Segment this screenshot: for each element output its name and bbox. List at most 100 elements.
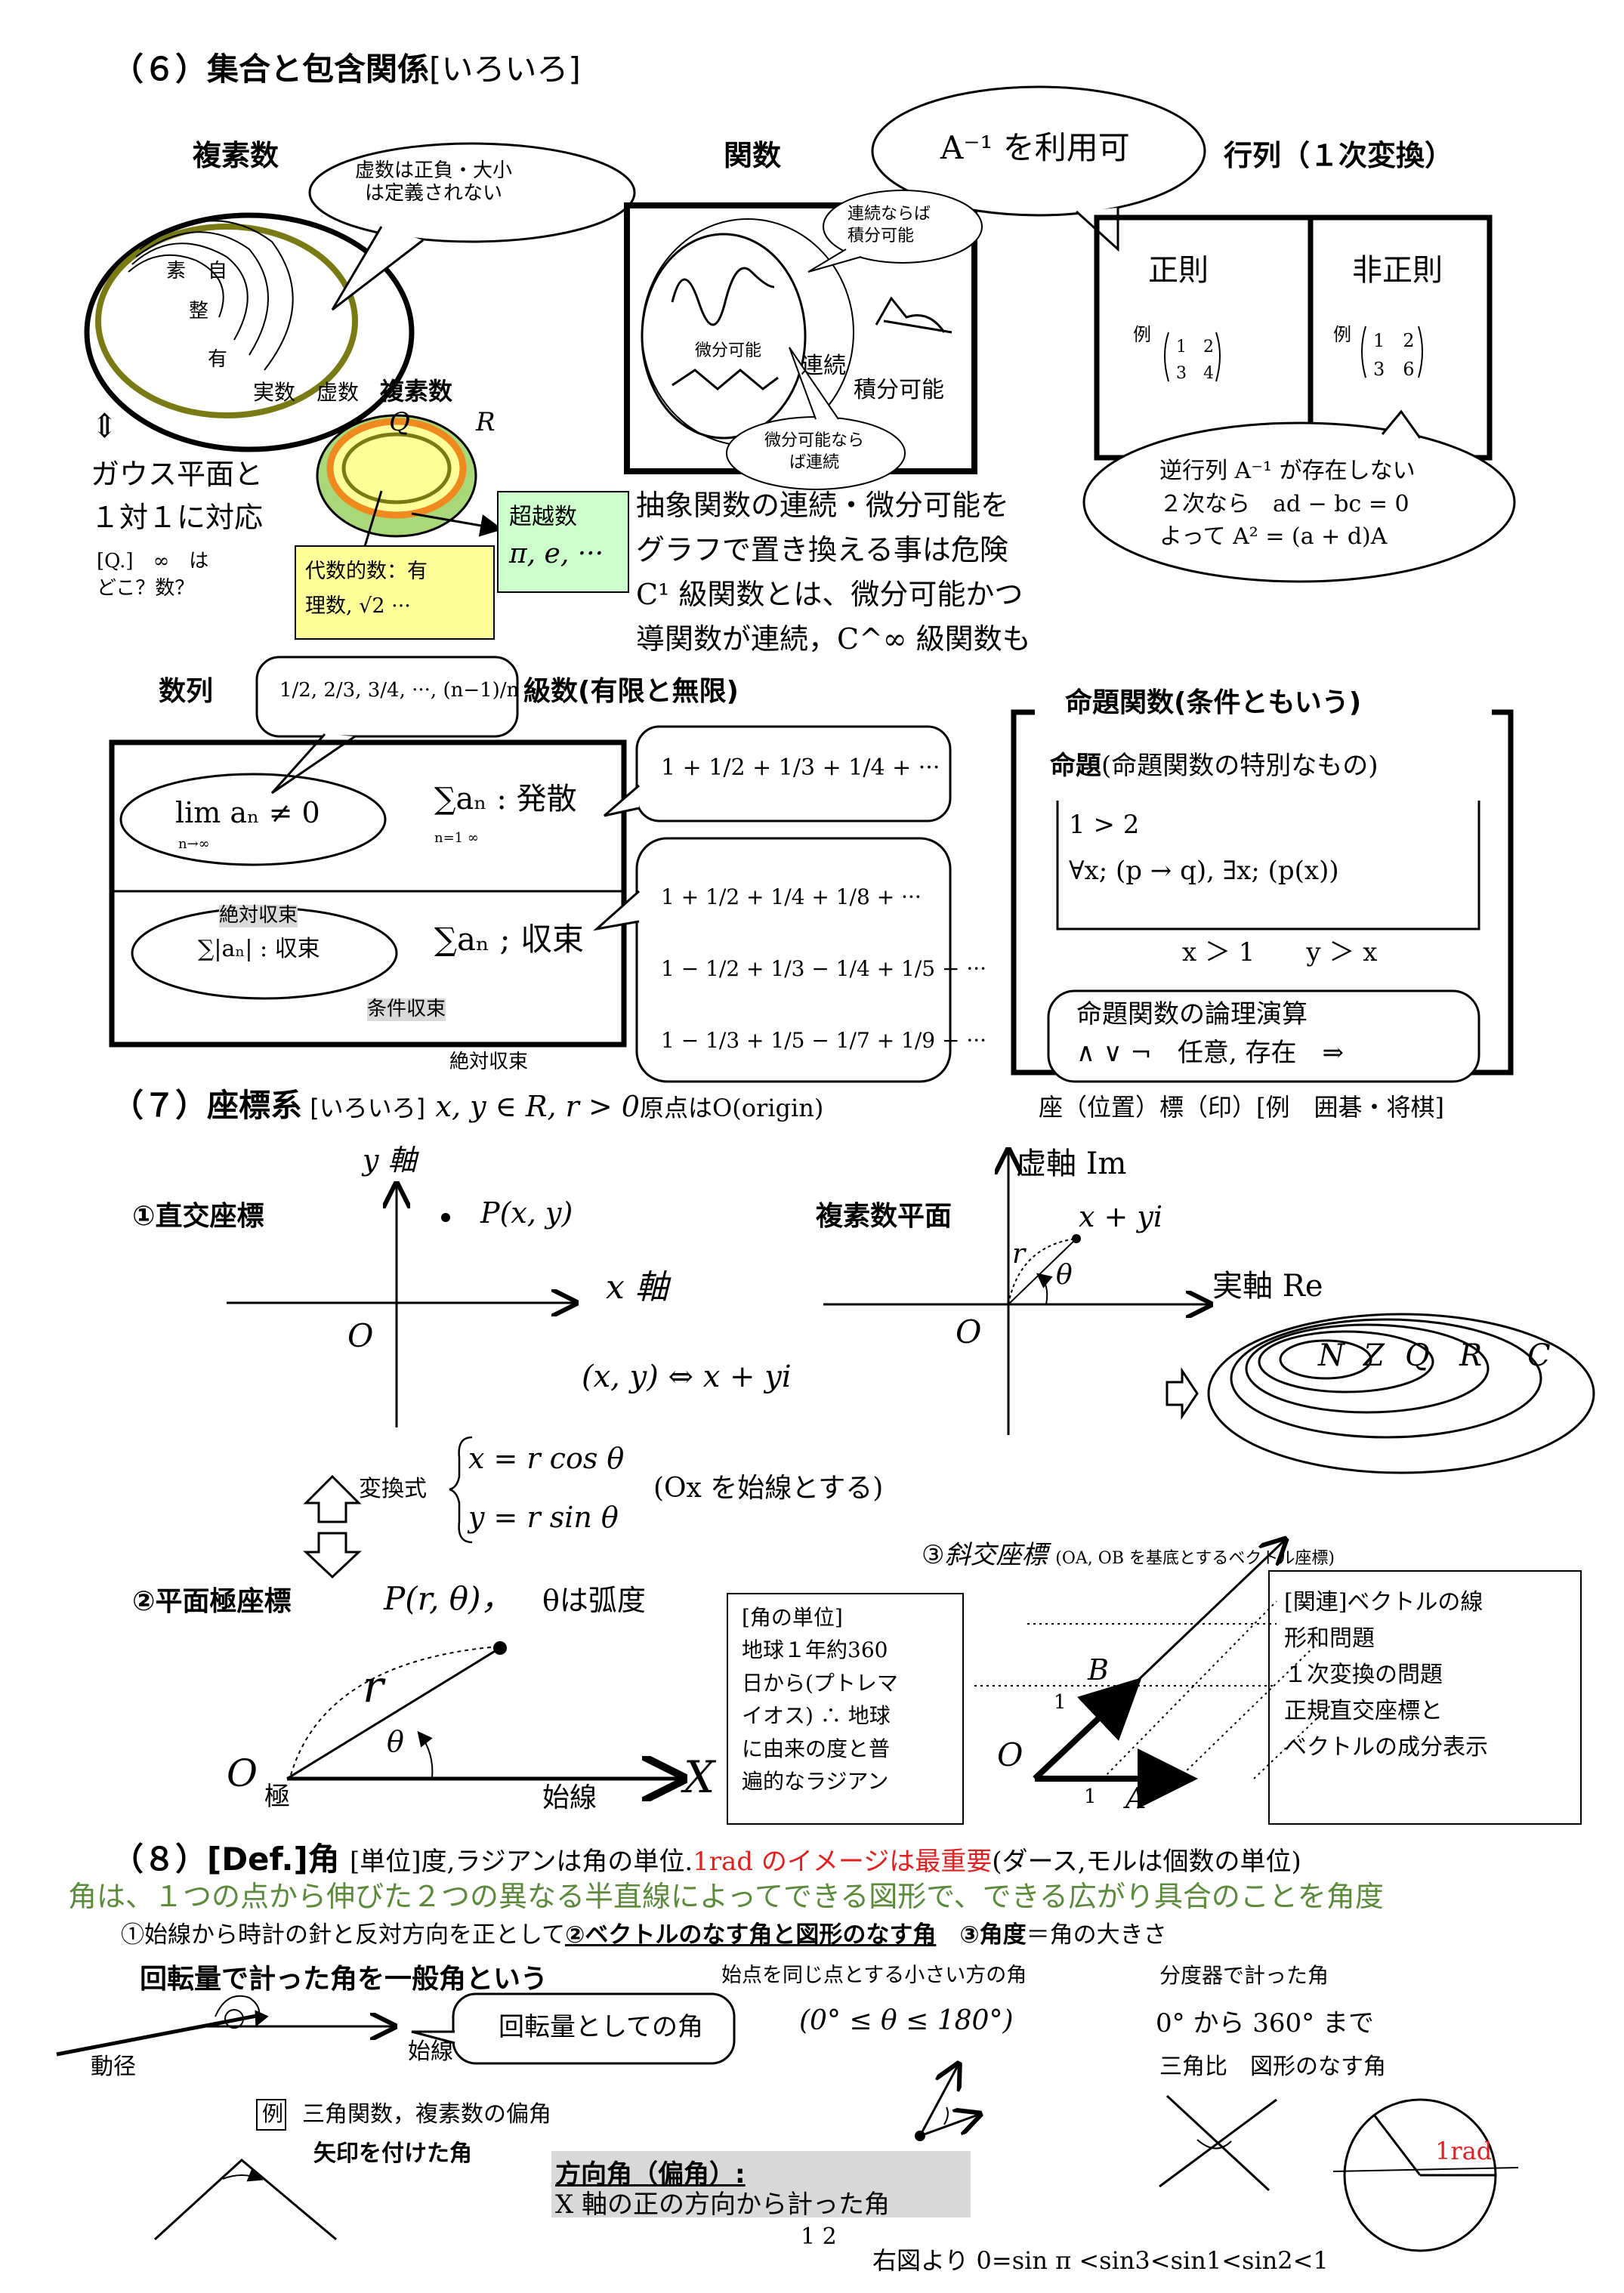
example-text: 三角関数，複素数の偏角 xyxy=(302,2101,551,2128)
example-tag: 例 xyxy=(262,2101,284,2126)
one-radian-label: 1rad xyxy=(1435,2137,1493,2165)
bubble-cont xyxy=(823,190,983,264)
general-angle: 回転量で計った角を一般角という xyxy=(140,1964,548,1995)
radius-label: 動径 xyxy=(91,2054,136,2080)
transform-label: 変換式 xyxy=(359,1476,427,1502)
regular-label: 正則 xyxy=(1148,253,1209,288)
real-olive-ellipse xyxy=(95,224,358,418)
hollow-arrow-up xyxy=(303,1474,362,1523)
bubble-inverse-matrix xyxy=(1082,421,1516,583)
abs-under-label: 絶対収束 xyxy=(449,1051,529,1073)
complex-outer-ellipse xyxy=(84,212,415,452)
limit-expr: lim aₙ ≠ 0 xyxy=(175,796,320,829)
func-integ-label: 積分可能 xyxy=(854,377,944,403)
polar-point: P(r, θ)， xyxy=(384,1580,513,1617)
b1-box xyxy=(635,725,952,822)
proposition-def: 命題(命題関数の特別なもの) xyxy=(1050,751,1379,781)
direction-angle-heading: 方向角（偏角）: xyxy=(555,2159,746,2190)
set-r-label: R xyxy=(476,407,496,437)
bubble-diff-text: 微分可能ならば連続 xyxy=(764,431,865,472)
direction-angle-body: X 軸の正の方向から計った角 xyxy=(555,2190,891,2220)
series-box xyxy=(109,739,627,1048)
r-label: r xyxy=(1012,1239,1026,1270)
matrix-heading: 行列（１次変換） xyxy=(1224,139,1454,172)
abs-sum: ∑|aₙ| : 収束 xyxy=(198,936,320,962)
set-prime: 素 xyxy=(166,260,187,282)
set-q-label: Q xyxy=(389,407,410,437)
updown-arrow-icon: ⇕ xyxy=(91,407,119,446)
hollow-arrow-down xyxy=(303,1532,362,1579)
coordinate-note: 座（位置）標（印）[例 囲碁・将棋] xyxy=(1039,1093,1444,1122)
proposition-examples: 1 > 2∀x; (p → q), ∃x; (p(x)) xyxy=(1069,810,1339,887)
origin-label: O xyxy=(347,1317,374,1354)
oblique-one-a: 1 xyxy=(1084,1785,1097,1808)
question-infinity: [Q.] ∞ はどこ？数？ xyxy=(97,550,209,600)
sequence-heading: 数列 xyxy=(159,676,214,707)
oblique-a-label: A xyxy=(1125,1782,1147,1815)
oblique-b-label: B xyxy=(1088,1653,1109,1687)
polar-heading: ②平面極座標 xyxy=(132,1586,292,1617)
seq-bubble xyxy=(255,656,519,738)
polar-radian-note: θは弧度 xyxy=(542,1584,646,1617)
section8-title: （８）[Def.]角 [単位]度,ラジアンは角の単位.1rad のイメージは最重… xyxy=(112,1841,1301,1878)
degree-range: 0° から 360° まで xyxy=(1156,2008,1374,2038)
set-c: C xyxy=(1527,1338,1551,1373)
point-label: P(x, y) xyxy=(480,1196,573,1230)
angle-types-line: ①始線から時計の針と反対方向を正として②ベクトルのなす角と図形のなす角 ③角度＝… xyxy=(121,1921,1167,1949)
set-rational: 有 xyxy=(208,348,228,371)
algebraic-box: 代数的数：有理数, √2 ··· xyxy=(295,545,495,640)
theta-label: θ xyxy=(1056,1260,1073,1291)
absolute-convergence-label: 絶対収束 xyxy=(219,904,298,927)
set-n: N xyxy=(1318,1338,1345,1373)
trig-figure-label: 三角比 図形のなす角 xyxy=(1159,2054,1386,2080)
harmonic-series: 1 + 1/2 + 1/3 + 1/4 + ··· xyxy=(661,755,940,781)
singular-label: 非正則 xyxy=(1352,253,1443,288)
oblique-one-b: 1 xyxy=(1054,1691,1067,1714)
transform-eq1: x = r cos θ xyxy=(468,1442,625,1475)
bubble-complex xyxy=(308,142,636,243)
proposition-heading: 命題関数(条件ともいう) xyxy=(1065,687,1362,718)
initial-line-label: 始線 xyxy=(542,1782,597,1813)
sine-comparison: 右図より 0=sin π <sin3<sin1<sin2<1 xyxy=(872,2246,1329,2275)
func-cont-label: 連続 xyxy=(801,353,846,379)
sum-diverge-limits: n=1 ∞ xyxy=(434,830,479,846)
point-p xyxy=(441,1213,450,1222)
set-z: Z xyxy=(1363,1338,1385,1373)
rotation-angle-label: 回転量としての角 xyxy=(499,2012,703,2042)
complex-origin-label: O xyxy=(956,1313,982,1350)
polar-x-label: X xyxy=(684,1751,715,1803)
number-row-labels: 実数 虚数 複素数 xyxy=(253,377,453,406)
polar-r-label: r xyxy=(363,1661,384,1712)
range-label: (0° ≤ θ ≤ 180°) xyxy=(799,2005,1014,2036)
function-heading: 関数 xyxy=(724,139,782,172)
singular-ex-tag: 例 xyxy=(1333,324,1351,345)
oblique-heading: ③斜交座標 (OA, OB を基底とするベクトル座標) xyxy=(922,1540,1335,1570)
bubble-cont-text: 連続ならば積分可能 xyxy=(848,205,931,245)
initial-line-label-2: 始線 xyxy=(408,2038,453,2065)
rect-coord-heading: ①直交座標 xyxy=(132,1201,264,1232)
bubble-inverse-text: A⁻¹ を利用可 xyxy=(940,129,1130,166)
oblique-o-label: O xyxy=(997,1736,1023,1773)
angle-definition: 角は、１つの点から伸びた２つの異なる半直線によってできる図形で、できる広がり具合… xyxy=(68,1880,1384,1913)
equiv-label: (x, y) ⇔ x + yi xyxy=(582,1359,792,1394)
real-axis-label: 実軸 Re xyxy=(1212,1269,1323,1304)
series-heading: 級数(有限と無限) xyxy=(523,676,739,707)
ox-note: (Ox を始線とする) xyxy=(653,1473,884,1504)
regular-ex-tag: 例 xyxy=(1133,324,1151,345)
transform-eq2: y = r sin θ xyxy=(468,1501,619,1534)
complex-plane-heading: 複素数平面 xyxy=(816,1201,952,1232)
arrowed-angle-label: 矢印を付けた角 xyxy=(313,2140,472,2167)
section7-title: （７）座標系 [いろいろ] x, y ∈ R, r > 0原点はO(origin… xyxy=(112,1087,824,1124)
complex-point-label: x + yi xyxy=(1079,1200,1163,1233)
hollow-arrow-right xyxy=(1166,1367,1199,1420)
conditional-convergence-label: 条件収束 xyxy=(367,998,446,1021)
complex-heading: 複素数 xyxy=(193,139,279,172)
imag-axis-label: 虚軸 Im xyxy=(1016,1146,1127,1181)
